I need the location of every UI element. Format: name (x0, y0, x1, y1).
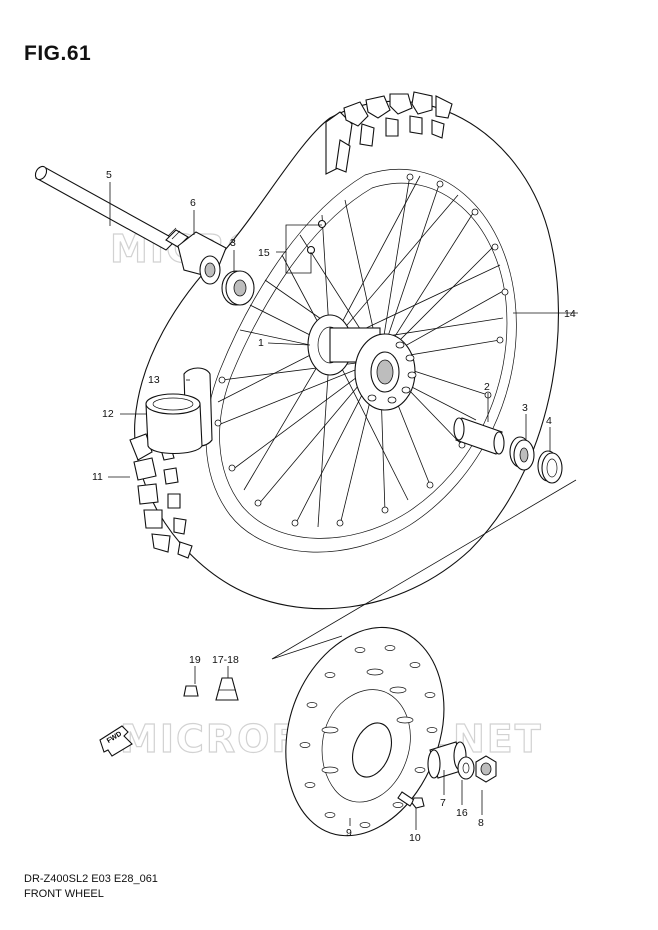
callout-14: 14 (564, 308, 576, 320)
bearing-right (509, 436, 535, 471)
disc-bolt (397, 791, 425, 809)
valve-cap (183, 685, 199, 697)
brake-disc (285, 627, 445, 837)
rim-outer-edge (205, 169, 517, 553)
callout-2: 2 (484, 381, 490, 393)
valve-parts (306, 219, 327, 255)
oil-seal (537, 450, 563, 484)
wheel-hub (307, 314, 417, 411)
callout-1: 1 (258, 337, 264, 349)
callout-17-18: 17-18 (212, 654, 239, 666)
fwd-direction-arrow: FWD (99, 725, 133, 757)
callout-10: 10 (409, 832, 421, 844)
model-code: DR-Z400SL2 E03 E28_061 (24, 873, 158, 885)
tube-and-rim-band (145, 367, 213, 454)
callout-15: 15 (258, 247, 270, 259)
callout-labels: 5 6 3 15 1 14 2 3 4 13 12 11 19 17-18 7 … (92, 169, 576, 844)
leader-lines (108, 182, 578, 830)
callout-9: 9 (346, 827, 352, 839)
axle-collar (177, 231, 227, 285)
callout-7: 7 (440, 797, 446, 809)
callout-11: 11 (92, 471, 103, 483)
callout-6: 6 (190, 197, 196, 209)
callout-19: 19 (189, 654, 201, 666)
rim-inner-edge (219, 182, 508, 539)
callout-12: 12 (102, 408, 114, 420)
section-name: FRONT WHEEL (24, 888, 104, 900)
bearing-left (221, 270, 255, 306)
tread-top (325, 91, 453, 175)
callout-3-left: 3 (230, 237, 236, 249)
figure-title: FIG.61 (24, 42, 92, 65)
valve-nut (215, 677, 239, 701)
callout-8: 8 (478, 817, 484, 829)
callout-3-right: 3 (522, 402, 528, 414)
front-axle (34, 165, 189, 251)
washer (457, 756, 475, 780)
callout-16: 16 (456, 807, 468, 819)
figure-footer: DR-Z400SL2 E03 E28_061 FRONT WHEEL (24, 872, 158, 902)
tread-left (129, 433, 193, 559)
axle-nut (475, 755, 497, 783)
spacer-right (453, 417, 505, 455)
callout-13: 13 (148, 374, 160, 386)
callout-5: 5 (106, 169, 112, 181)
callout-4: 4 (546, 415, 552, 427)
assembly-guide-lines (271, 479, 577, 660)
